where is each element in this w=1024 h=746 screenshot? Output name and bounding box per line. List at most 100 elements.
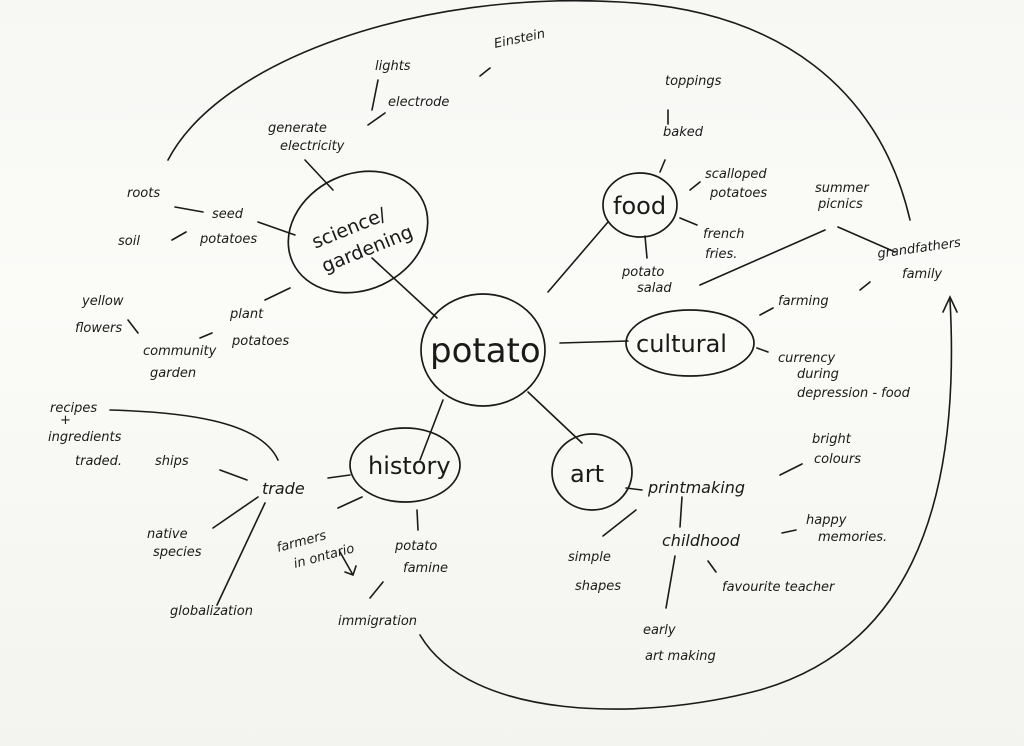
label-electrode: electrode (388, 95, 449, 110)
label-fries: fries. (705, 247, 737, 262)
edge (547, 221, 609, 293)
label-grandfathers: grandfathers (876, 235, 962, 262)
label-electricity: electricity (280, 139, 345, 154)
edge (369, 581, 384, 599)
label-summer: summer (815, 181, 870, 196)
label-farming: farming (778, 294, 829, 309)
label-famine: famine (403, 561, 448, 576)
arrow-icon (339, 551, 357, 577)
edge (644, 235, 648, 259)
label-family: family (902, 267, 942, 282)
label-species: species (153, 545, 202, 560)
label-favourite-teacher: favourite teacher (722, 580, 836, 595)
edge (659, 159, 666, 173)
edge (337, 496, 363, 509)
label-trade: trade (262, 479, 305, 498)
edge (625, 487, 643, 491)
label-picnics: picnics (817, 197, 863, 212)
label-lights: lights (375, 59, 411, 74)
label-einstein: Einstein (493, 26, 547, 51)
edge (781, 529, 797, 534)
label-flowers: flowers (75, 321, 122, 336)
edge (859, 281, 871, 291)
label-baked: baked (663, 125, 704, 140)
label-currency: currency (778, 351, 835, 366)
node-cultural-oval (625, 309, 755, 377)
label-immigration: immigration (338, 614, 417, 629)
label-scalloped-potatoes: potatoes (709, 186, 767, 201)
label-art-making: art making (645, 649, 716, 664)
edge (779, 463, 803, 476)
label-simple: simple (568, 550, 611, 565)
edge (304, 159, 334, 191)
node-cultural: cultural (636, 330, 727, 358)
label-seed: seed (212, 207, 244, 222)
edge (837, 226, 896, 253)
label-community: community (143, 344, 217, 359)
edge (109, 409, 279, 461)
label-plant: plant (229, 307, 264, 322)
label-generate: generate (268, 121, 327, 136)
label-memories: memories. (818, 530, 887, 545)
label-soil: soil (118, 234, 140, 249)
label-depression: depression - food (797, 386, 911, 401)
edge (689, 181, 701, 191)
label-shapes: shapes (575, 579, 621, 594)
label-during: during (797, 367, 839, 382)
label-native: native (147, 527, 188, 542)
edge (327, 474, 351, 479)
edge (416, 509, 419, 531)
edge (171, 231, 187, 241)
label-roots: roots (127, 186, 160, 201)
immigration-to-family-arrow (419, 299, 953, 710)
edge (371, 79, 379, 111)
label-plus: + (60, 413, 71, 428)
node-art: art (570, 460, 604, 488)
edge (665, 555, 676, 609)
label-early: early (643, 623, 676, 638)
edge (699, 229, 826, 286)
label-happy: happy (806, 513, 847, 528)
outer-arc-connector (167, 0, 911, 221)
edge (559, 340, 629, 344)
node-art-oval (551, 433, 633, 511)
label-salad: salad (637, 281, 672, 296)
node-potato-oval (420, 293, 546, 407)
edge (679, 496, 683, 528)
label-plant-potatoes: potatoes (231, 334, 289, 349)
edge (756, 347, 769, 353)
edge (367, 112, 386, 126)
label-colours: colours (814, 452, 861, 467)
edge (419, 399, 444, 461)
label-ingredients: ingredients (48, 430, 122, 445)
label-bright: bright (812, 432, 852, 447)
edge (199, 332, 213, 339)
label-traded: traded. (75, 454, 122, 469)
node-food: food (613, 192, 666, 220)
label-toppings: toppings (665, 74, 722, 89)
label-yellow: yellow (81, 294, 124, 309)
edge (679, 217, 698, 226)
edge (602, 509, 637, 537)
label-printmaking: printmaking (647, 478, 745, 497)
label-potato: potato (621, 265, 664, 280)
label-scalloped: scalloped (705, 167, 767, 182)
label-garden: garden (150, 366, 196, 381)
edge (264, 287, 291, 301)
edge (174, 206, 204, 213)
edge (257, 221, 296, 236)
label-ships: ships (155, 454, 189, 469)
edge (707, 560, 717, 573)
edge (219, 469, 248, 481)
edge (527, 391, 583, 444)
node-food-oval (602, 172, 678, 238)
label-childhood: childhood (662, 531, 741, 550)
edge (759, 307, 774, 316)
node-history-oval (349, 427, 461, 503)
label-globalization: globalization (170, 604, 253, 619)
node-science-oval (287, 170, 429, 294)
edge (371, 257, 438, 319)
label-potato-famine-1: potato (394, 539, 437, 554)
edge (216, 502, 266, 606)
